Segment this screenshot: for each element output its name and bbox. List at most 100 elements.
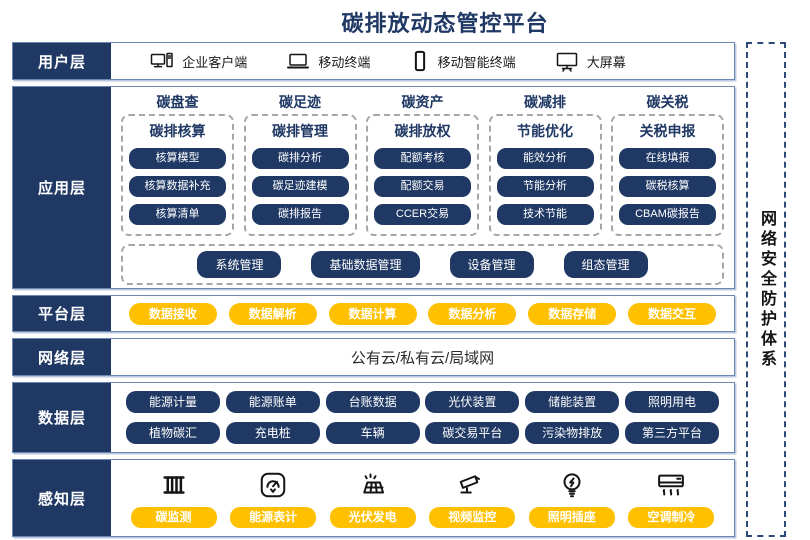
data-source-row: 能源计量 能源账单 台账数据 光伏装置 储能装置 照明用电	[126, 391, 719, 413]
application-columns: 碳盘查 碳排核算 核算模型 核算数据补充 核算清单 碳足迹 碳排管理 碳排分析	[111, 87, 734, 236]
user-item-label: 大屏幕	[586, 54, 626, 70]
platform-layer-content: 数据接收 数据解析 数据计算 数据分析 数据存储 数据交互	[111, 296, 734, 331]
management-pill: 基础数据管理	[311, 251, 420, 278]
management-pill: 系统管理	[197, 251, 282, 278]
app-column-carbon-tariff: 碳关税 关税申报 在线填报 碳税核算 CBAM碳报告	[611, 92, 724, 236]
app-column-box: 关税申报 在线填报 碳税核算 CBAM碳报告	[611, 114, 724, 236]
data-source-pill: 植物碳汇	[126, 422, 220, 444]
sense-item-carbon-monitoring: 碳监测	[130, 470, 217, 528]
app-feature-pill: 配额交易	[374, 176, 471, 197]
data-source-pill: 碳交易平台	[425, 422, 520, 444]
security-system-label: 网络安全防护体系	[758, 209, 775, 370]
app-feature-pill: 核算清单	[129, 204, 226, 225]
user-item-label: 移动终端	[318, 54, 371, 70]
platform-pill: 数据计算	[328, 302, 417, 325]
app-column-box: 节能优化 能效分析 节能分析 技术节能	[488, 114, 602, 236]
data-layer-label: 数据层	[13, 383, 111, 452]
application-layer-content: 碳盘查 碳排核算 核算模型 核算数据补充 核算清单 碳足迹 碳排管理 碳排分析	[111, 87, 734, 288]
app-column-title: 碳排核算	[149, 123, 206, 139]
app-column-header: 碳资产	[401, 94, 444, 110]
security-system-bar: 网络安全防护体系	[746, 42, 786, 537]
sense-pill: 光伏发电	[329, 507, 416, 528]
app-feature-pill: 配额考核	[374, 148, 471, 169]
perception-layer-content: 碳监测 能源表计 光伏发电	[111, 460, 734, 536]
user-item-label: 移动智能终端	[437, 54, 516, 70]
management-pill: 组态管理	[563, 251, 648, 278]
application-layer-row: 应用层 碳盘查 碳排核算 核算模型 核算数据补充 核算清单 碳足迹	[12, 86, 735, 289]
gauge-meter-icon	[258, 470, 288, 500]
user-layer-row: 用户层 企业客户端 移动终端	[12, 42, 735, 80]
management-pill: 设备管理	[449, 251, 534, 278]
app-column-header: 碳关税	[646, 94, 689, 110]
light-bulb-icon	[557, 470, 587, 500]
app-feature-pill: 核算模型	[129, 148, 226, 169]
sense-pill: 碳监测	[130, 507, 217, 528]
perception-layer-label: 感知层	[13, 460, 111, 536]
app-feature-pill: CBAM碳报告	[619, 204, 716, 225]
app-column-title: 碳排放权	[394, 123, 451, 139]
app-column-carbon-reduction: 碳减排 节能优化 能效分析 节能分析 技术节能	[488, 92, 602, 236]
sense-pill: 空调制冷	[628, 507, 715, 528]
user-layer-label: 用户层	[13, 43, 111, 79]
app-feature-pill: 碳排分析	[251, 148, 349, 169]
big-screen-icon	[554, 50, 580, 72]
platform-pill: 数据接收	[128, 302, 217, 325]
app-feature-pill: 碳排报告	[251, 204, 349, 225]
sense-item-air-conditioning: 空调制冷	[628, 470, 715, 528]
network-layer-text: 公有云/私有云/局域网	[350, 349, 495, 367]
data-source-pill: 光伏装置	[425, 391, 520, 413]
app-feature-pill: 碳足迹建模	[251, 176, 349, 197]
app-column-box: 碳排管理 碳排分析 碳足迹建模 碳排报告	[243, 114, 357, 236]
platform-pill: 数据解析	[228, 302, 317, 325]
app-column-header: 碳足迹	[279, 94, 321, 110]
app-column-header: 碳盘查	[156, 94, 199, 110]
platform-pill: 数据分析	[428, 302, 517, 325]
layer-rows: 用户层 企业客户端 移动终端	[12, 42, 735, 537]
app-column-carbon-inventory: 碳盘查 碳排核算 核算模型 核算数据补充 核算清单	[121, 92, 234, 236]
desktop-pc-icon	[149, 50, 175, 72]
app-column-carbon-footprint: 碳足迹 碳排管理 碳排分析 碳足迹建模 碳排报告	[243, 92, 357, 236]
user-item-label: 企业客户端	[182, 54, 248, 70]
emission-stack-icon	[159, 470, 189, 500]
app-column-title: 碳排管理	[272, 123, 328, 139]
sense-item-photovoltaic: 光伏发电	[329, 470, 416, 528]
app-column-box: 碳排放权 配额考核 配额交易 CCER交易	[366, 114, 479, 236]
data-source-pill: 能源账单	[225, 391, 320, 413]
data-source-pill: 车辆	[325, 422, 420, 444]
management-modules-box: 系统管理 基础数据管理 设备管理 组态管理	[121, 244, 724, 285]
data-layer-row: 数据层 能源计量 能源账单 台账数据 光伏装置 储能装置 照明用电 植物碳汇 充…	[12, 382, 735, 453]
page-title: 碳排放动态管控平台	[341, 11, 549, 36]
network-layer-label: 网络层	[13, 339, 111, 375]
data-source-pill: 台账数据	[325, 391, 420, 413]
sense-pill: 能源表计	[230, 507, 317, 528]
laptop-icon	[285, 50, 311, 72]
solar-panel-icon	[358, 470, 388, 500]
app-column-carbon-asset: 碳资产 碳排放权 配额考核 配额交易 CCER交易	[366, 92, 479, 236]
cctv-camera-icon	[457, 470, 487, 500]
perception-layer-row: 感知层 碳监测 能源表计	[12, 459, 735, 537]
app-column-title: 关税申报	[639, 123, 696, 139]
user-item-smart-mobile-terminal: 移动智能终端	[409, 49, 516, 73]
app-feature-pill: 在线填报	[619, 148, 716, 169]
user-item-mobile-terminal: 移动终端	[285, 50, 370, 72]
air-conditioner-icon	[656, 470, 686, 500]
sense-pill: 视频监控	[429, 507, 516, 528]
platform-pill: 数据存储	[528, 302, 617, 325]
platform-layer-label: 平台层	[13, 296, 111, 331]
data-source-pill: 污染物排放	[525, 422, 620, 444]
app-column-box: 碳排核算 核算模型 核算数据补充 核算清单	[121, 114, 234, 236]
data-source-pill: 储能装置	[525, 391, 620, 413]
app-feature-pill: 核算数据补充	[129, 176, 226, 197]
data-source-pill: 能源计量	[126, 391, 220, 413]
user-item-enterprise-client: 企业客户端	[149, 50, 247, 72]
data-source-pill: 照明用电	[624, 391, 719, 413]
application-layer-label: 应用层	[13, 87, 111, 288]
data-source-row: 植物碳汇 充电桩 车辆 碳交易平台 污染物排放 第三方平台	[126, 422, 719, 444]
app-feature-pill: 技术节能	[496, 204, 594, 225]
network-layer-row: 网络层 公有云/私有云/局域网	[12, 338, 735, 376]
app-feature-pill: 能效分析	[496, 148, 594, 169]
sense-item-video-surveillance: 视频监控	[429, 470, 516, 528]
app-column-title: 节能优化	[517, 123, 573, 139]
sense-item-energy-meter: 能源表计	[230, 470, 317, 528]
data-layer-content: 能源计量 能源账单 台账数据 光伏装置 储能装置 照明用电 植物碳汇 充电桩 车…	[111, 383, 734, 452]
